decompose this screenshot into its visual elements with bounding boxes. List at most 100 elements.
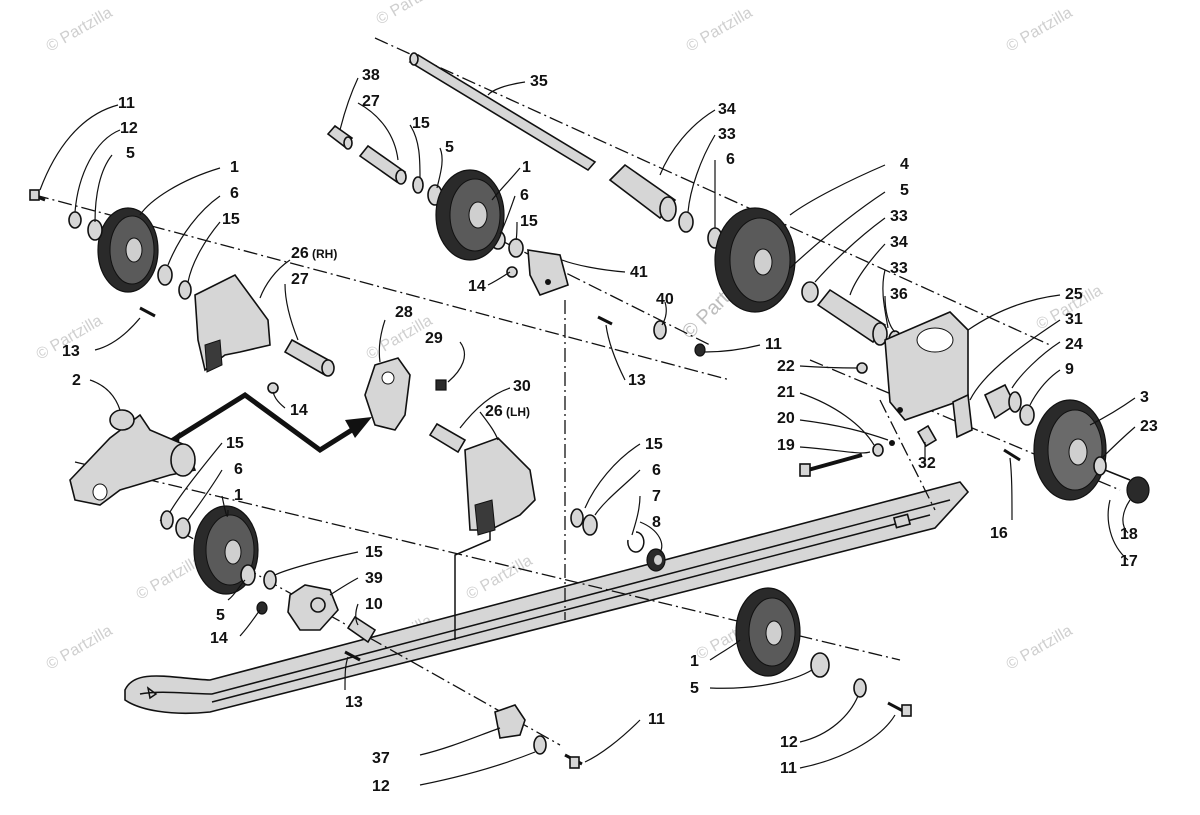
washer (68, 211, 82, 229)
idler-wheel (97, 207, 159, 293)
callout-33: 33 (890, 208, 908, 225)
pivot-block (287, 584, 339, 631)
leader-lines (39, 77, 1136, 786)
bracket (527, 249, 569, 296)
callout-15: 15 (412, 115, 430, 132)
callout-14: 14 (468, 278, 486, 295)
callout-3: 3 (1140, 389, 1149, 406)
callout-26-rh-side: (RH) (312, 247, 337, 261)
callout-26-lh-side: (LH) (506, 405, 530, 419)
snap-ring (627, 531, 645, 553)
nut (856, 362, 868, 374)
callout-6: 6 (726, 151, 735, 168)
callout-11: 11 (780, 760, 797, 777)
bearing (801, 281, 819, 303)
bearing (508, 238, 524, 258)
rear-idler-wheel (1033, 399, 1107, 501)
watermark: © Partzilla (44, 622, 116, 673)
grease-fitting (435, 379, 447, 391)
callout-15: 15 (645, 436, 663, 453)
pivot-bracket (364, 357, 411, 431)
callout-9: 9 (1065, 361, 1074, 378)
callout-1: 1 (230, 159, 239, 176)
nut (506, 266, 518, 278)
callout-23: 23 (1140, 418, 1158, 435)
bearing (87, 219, 103, 241)
spacer-small (326, 124, 354, 150)
callout-10: 10 (365, 596, 383, 613)
callout-13: 13 (628, 372, 646, 389)
callout-34: 34 (718, 101, 736, 118)
callout-13: 13 (62, 343, 80, 360)
callout-26-rh: 26 (291, 245, 309, 262)
sleeve (916, 424, 938, 448)
callout-27: 27 (291, 271, 309, 288)
bearing (1019, 404, 1035, 426)
bolt (564, 753, 583, 769)
callout-34: 34 (890, 234, 908, 251)
bolt (139, 306, 156, 318)
callout-30: 30 (513, 378, 531, 395)
washer (653, 320, 667, 340)
callout-19: 19 (777, 437, 795, 454)
callout-35: 35 (530, 73, 548, 90)
slide-rail (124, 481, 970, 715)
callout-1: 1 (234, 487, 243, 504)
spacer-tube (358, 144, 407, 185)
callout-6: 6 (652, 462, 661, 479)
axle-shaft (408, 52, 597, 172)
callout-5: 5 (445, 139, 454, 156)
bolt (597, 315, 613, 326)
callout-11: 11 (765, 336, 782, 353)
callout-26-lh: 26 (485, 403, 503, 420)
callout-15: 15 (365, 544, 383, 561)
callout-31: 31 (1065, 311, 1083, 328)
callout-24: 24 (1065, 336, 1083, 353)
washer (853, 678, 867, 698)
bearing (646, 548, 666, 572)
adjuster (983, 383, 1022, 420)
callout-15: 15 (222, 211, 240, 228)
callout-5: 5 (900, 182, 909, 199)
bolt (887, 701, 912, 717)
callout-37: 37 (372, 750, 390, 767)
callout-41: 41 (630, 264, 648, 281)
callout-2: 2 (72, 372, 81, 389)
callout-14: 14 (210, 630, 228, 647)
callout-18: 18 (1120, 526, 1138, 543)
bearing (157, 264, 173, 286)
callout-29: 29 (425, 330, 443, 347)
large-idler-wheel (714, 207, 796, 313)
bearing (175, 517, 191, 539)
callout-labels: 11 12 5 1 6 15 26 (RH) 27 13 14 2 28 29 … (62, 67, 1158, 795)
callout-28: 28 (395, 304, 413, 321)
callout-12: 12 (120, 120, 138, 137)
washer (533, 735, 547, 755)
washer (889, 440, 895, 446)
callout-11: 11 (118, 95, 135, 112)
spacer-tube (816, 288, 888, 346)
rear-arm (69, 409, 197, 506)
spacer-tube (428, 422, 467, 454)
watermark: © Partzilla (464, 552, 536, 603)
callout-33: 33 (718, 126, 736, 143)
mount-plate (884, 311, 969, 421)
callout-13: 13 (345, 694, 363, 711)
callout-21: 21 (777, 384, 795, 401)
callout-11: 11 (648, 711, 665, 728)
washer (160, 510, 174, 530)
washer (412, 176, 424, 194)
nut (872, 443, 884, 457)
callout-39: 39 (365, 570, 383, 587)
pivot-arm-lh (464, 437, 536, 536)
callout-5: 5 (126, 145, 135, 162)
spacer-tube (346, 615, 377, 644)
bearing (582, 514, 598, 536)
callout-16: 16 (990, 525, 1008, 542)
parts (29, 52, 1150, 769)
bolt (29, 189, 46, 202)
callout-32: 32 (918, 455, 936, 472)
watermark: © Partzilla (1004, 4, 1076, 55)
callout-6: 6 (520, 187, 529, 204)
